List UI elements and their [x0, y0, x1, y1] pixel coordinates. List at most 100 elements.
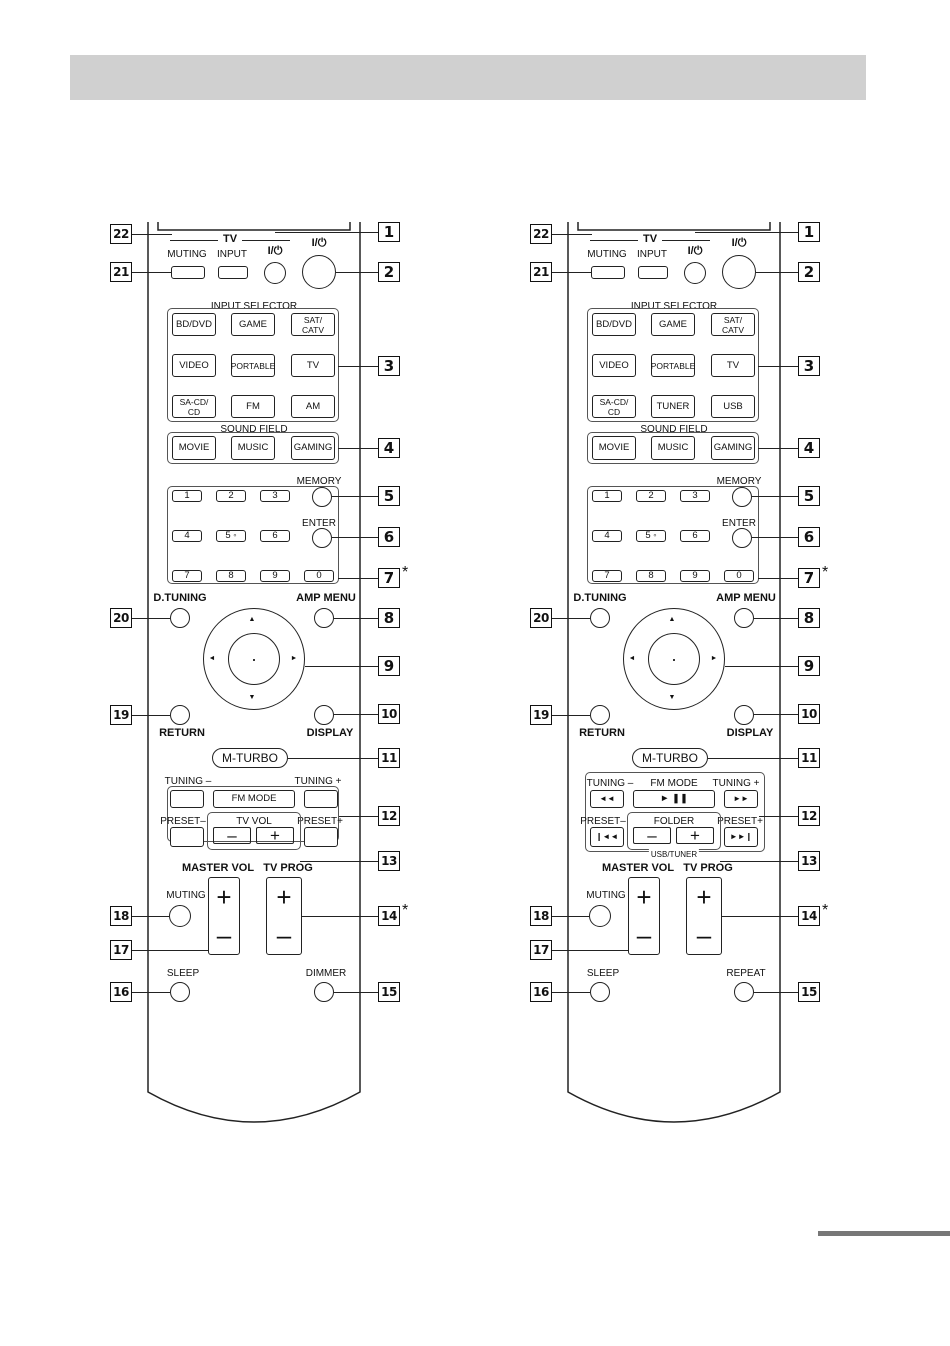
d-tuning-button[interactable] [170, 608, 190, 628]
number-key-2[interactable]: 2 [636, 490, 666, 502]
amp-menu-button[interactable] [314, 608, 334, 628]
number-key-0[interactable]: 0 [304, 570, 334, 582]
tv-prog-plus[interactable]: + [276, 881, 292, 912]
input-button-bd-dvd[interactable]: BD/DVD [592, 313, 636, 336]
number-key-8[interactable]: 8 [216, 570, 246, 582]
play-pause-button[interactable]: ► ❚❚ [633, 790, 715, 808]
return-button[interactable] [170, 705, 190, 725]
right-arrow-icon[interactable]: ► [710, 655, 718, 662]
input-button-portable[interactable]: PORTABLE [231, 354, 275, 377]
number-key-2[interactable]: 2 [216, 490, 246, 502]
input-button-game[interactable]: GAME [651, 313, 695, 336]
preset-minus-button[interactable] [170, 827, 204, 847]
master-volume-rocker[interactable]: +– [208, 877, 240, 955]
master-muting-button[interactable] [169, 905, 191, 927]
number-key-3[interactable]: 3 [680, 490, 710, 502]
amp-menu-button[interactable] [734, 608, 754, 628]
number-key-4[interactable]: 4 [172, 530, 202, 542]
tv-vol-minus-button[interactable]: – [213, 827, 251, 844]
sound-field-gaming-button[interactable]: GAMING [291, 436, 335, 460]
number-key-7[interactable]: 7 [592, 570, 622, 582]
input-button-usb[interactable]: USB [711, 395, 755, 418]
preset-plus-button[interactable] [304, 827, 338, 847]
input-button-tv[interactable]: TV [291, 354, 335, 377]
memory-button[interactable] [732, 487, 752, 507]
master-muting-button[interactable] [589, 905, 611, 927]
number-key-9[interactable]: 9 [680, 570, 710, 582]
d-tuning-button[interactable] [590, 608, 610, 628]
tv-vol-plus-button[interactable]: + [256, 827, 294, 844]
display-button[interactable] [314, 705, 334, 725]
m-turbo-button[interactable]: M-TURBO [632, 748, 708, 768]
input-button-sa-cd-cd[interactable]: SA-CD/ CD [172, 395, 216, 418]
number-key-7[interactable]: 7 [172, 570, 202, 582]
master-vol-minus[interactable]: – [216, 919, 232, 950]
power-button[interactable] [302, 255, 336, 289]
display-button[interactable] [734, 705, 754, 725]
input-button-game[interactable]: GAME [231, 313, 275, 336]
number-key-3[interactable]: 3 [260, 490, 290, 502]
sound-field-movie-button[interactable]: MOVIE [172, 436, 216, 460]
tuning-minus-button[interactable] [170, 790, 204, 808]
input-button-sat-catv[interactable]: SAT/ CATV [291, 313, 335, 336]
input-button-video[interactable]: VIDEO [172, 354, 216, 377]
tv-muting-button[interactable] [591, 266, 625, 279]
tv-input-button[interactable] [218, 266, 248, 279]
input-button-tv[interactable]: TV [711, 354, 755, 377]
number-key-6[interactable]: 6 [260, 530, 290, 542]
sleep-button[interactable] [170, 982, 190, 1002]
input-button-am[interactable]: AM [291, 395, 335, 418]
input-button-fm[interactable]: FM [231, 395, 275, 418]
down-arrow-icon[interactable]: ▼ [668, 694, 676, 701]
memory-button[interactable] [312, 487, 332, 507]
input-button-tuner[interactable]: TUNER [651, 395, 695, 418]
tv-power-button[interactable] [264, 262, 286, 284]
tuning-plus-button[interactable] [304, 790, 338, 808]
number-key-6[interactable]: 6 [680, 530, 710, 542]
dimmer-repeat-button[interactable] [734, 982, 754, 1002]
number-key-4[interactable]: 4 [592, 530, 622, 542]
m-turbo-button[interactable]: M-TURBO [212, 748, 288, 768]
input-button-portable[interactable]: PORTABLE [651, 354, 695, 377]
number-key-1[interactable]: 1 [592, 490, 622, 502]
return-button[interactable] [590, 705, 610, 725]
input-button-bd-dvd[interactable]: BD/DVD [172, 313, 216, 336]
tv-muting-button[interactable] [171, 266, 205, 279]
folder-minus-button[interactable]: – [633, 827, 671, 844]
next-track-button[interactable]: ►►❙ [724, 827, 758, 847]
master-vol-minus[interactable]: – [636, 919, 652, 950]
tv-input-button[interactable] [638, 266, 668, 279]
master-vol-plus[interactable]: + [216, 881, 232, 912]
number-key-9[interactable]: 9 [260, 570, 290, 582]
number-key-8[interactable]: 8 [636, 570, 666, 582]
number-key-1[interactable]: 1 [172, 490, 202, 502]
tv-prog-rocker[interactable]: +– [686, 877, 722, 955]
sound-field-music-button[interactable]: MUSIC [651, 436, 695, 460]
number-key-0[interactable]: 0 [724, 570, 754, 582]
input-button-sat-catv[interactable]: SAT/ CATV [711, 313, 755, 336]
dimmer-repeat-button[interactable] [314, 982, 334, 1002]
number-key-5[interactable]: 5 ◦ [216, 530, 246, 542]
sound-field-movie-button[interactable]: MOVIE [592, 436, 636, 460]
tv-prog-minus[interactable]: – [276, 919, 292, 950]
enter-button[interactable] [732, 528, 752, 548]
enter-center-button[interactable]: · [228, 633, 280, 685]
up-arrow-icon[interactable]: ▲ [248, 616, 256, 623]
sound-field-gaming-button[interactable]: GAMING [711, 436, 755, 460]
down-arrow-icon[interactable]: ▼ [248, 694, 256, 701]
number-key-5[interactable]: 5 ◦ [636, 530, 666, 542]
up-arrow-icon[interactable]: ▲ [668, 616, 676, 623]
left-arrow-icon[interactable]: ◄ [208, 655, 216, 662]
input-button-sa-cd-cd[interactable]: SA-CD/ CD [592, 395, 636, 418]
tv-prog-plus[interactable]: + [696, 881, 712, 912]
enter-button[interactable] [312, 528, 332, 548]
navigation-pad[interactable] [623, 608, 725, 710]
master-vol-plus[interactable]: + [636, 881, 652, 912]
power-button[interactable] [722, 255, 756, 289]
enter-center-button[interactable]: · [648, 633, 700, 685]
tv-prog-minus[interactable]: – [696, 919, 712, 950]
tv-power-button[interactable] [684, 262, 706, 284]
previous-track-button[interactable]: ❙◄◄ [590, 827, 624, 847]
tv-prog-rocker[interactable]: +– [266, 877, 302, 955]
folder-plus-button[interactable]: + [676, 827, 714, 844]
